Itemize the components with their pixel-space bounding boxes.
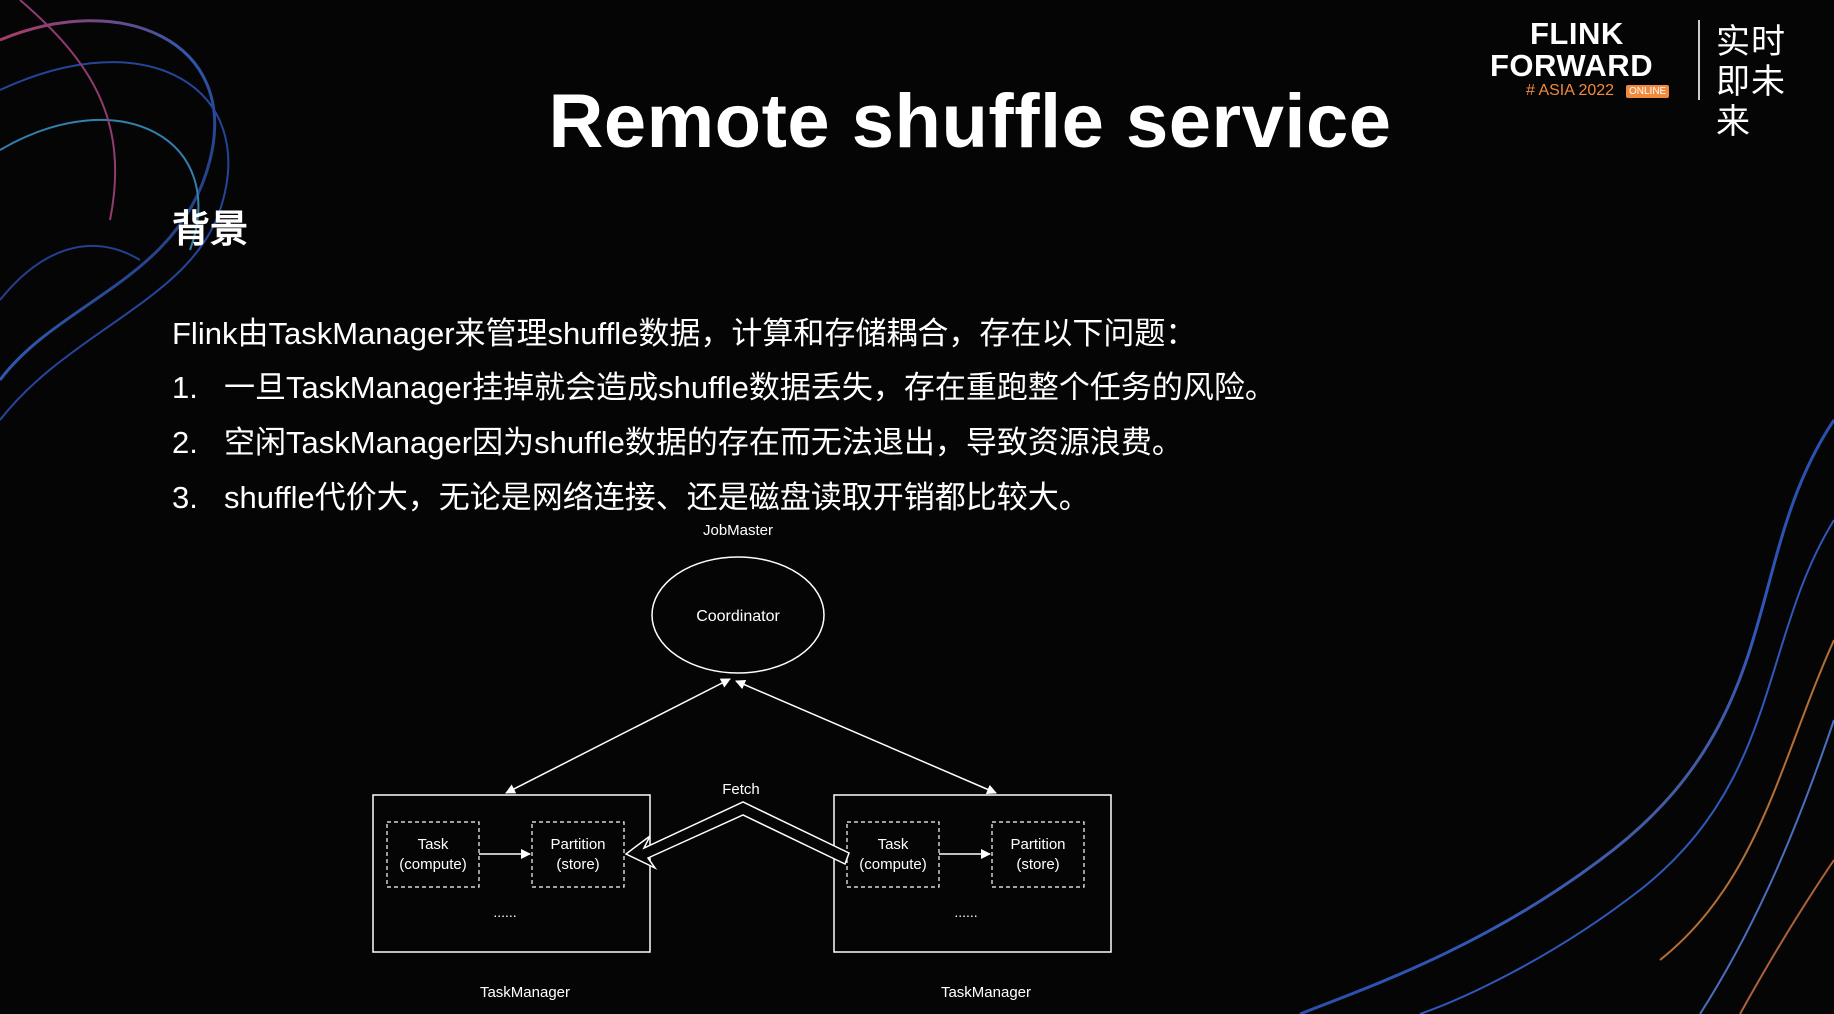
task-node-right (846, 821, 940, 888)
partition-node-left (531, 821, 625, 888)
partition-label-left: Partition (550, 836, 605, 853)
logo-subtitle: # ASIA 2022 (1526, 82, 1615, 99)
list-text: 空闲TaskManager因为shuffle数据的存在而无法退出，导致资源浪费。 (224, 425, 1183, 460)
taskmanager-label-right: TaskManager (941, 984, 1031, 1001)
task-node-left (386, 821, 480, 888)
jobmaster-label: JobMaster (703, 522, 773, 539)
slide-title: Remote shuffle service (548, 79, 1392, 164)
task-sublabel-right: (compute) (859, 856, 927, 873)
list-text: shuffle代价大，无论是网络连接、还是磁盘读取开销都比较大。 (224, 480, 1090, 515)
list-item: 1. 一旦TaskManager挂掉就会造成shuffle数据丢失，存在重跑整个任… (172, 362, 1276, 407)
list-item: 2. 空闲TaskManager因为shuffle数据的存在而无法退出，导致资源浪… (172, 417, 1183, 462)
logo-divider (1698, 20, 1700, 100)
logo-badge: ONLINE (1626, 85, 1670, 98)
section-heading: 背景 (172, 209, 249, 251)
partition-label-right: Partition (1010, 836, 1065, 853)
taskmanager-box-left (372, 794, 651, 953)
task-label-left: Task (418, 836, 449, 853)
coordinator-link-right-arrow (735, 679, 997, 795)
flink-forward-logo: FLINK FORWARD # ASIA 2022 ONLINE 实时即未来 (1490, 14, 1790, 141)
fetch-label: Fetch (722, 781, 760, 798)
partition-sublabel-right: (store) (1016, 856, 1059, 873)
task-sublabel-left: (compute) (399, 856, 467, 873)
coordinator-node (651, 556, 825, 674)
task-label-right: Task (878, 836, 909, 853)
ellipsis-right: ...... (954, 904, 977, 920)
list-text: 一旦TaskManager挂掉就会造成shuffle数据丢失，存在重跑整个任务的… (224, 370, 1276, 405)
intro-text: Flink由TaskManager来管理shuffle数据，计算和存储耦合，存在… (172, 316, 1197, 351)
coordinator-link-left-arrow (505, 678, 731, 794)
logo-chinese-text: 实时即未来 (1716, 23, 1786, 141)
taskmanager-label-left: TaskManager (480, 984, 570, 1001)
partition-node-right (991, 821, 1085, 888)
coordinator-label: Coordinator (696, 608, 780, 625)
list-number: 1. (172, 370, 198, 405)
partition-sublabel-left: (store) (556, 856, 599, 873)
list-number: 3. (172, 480, 198, 515)
logo-line-flink: FLINK (1530, 16, 1624, 51)
taskmanager-box-right (833, 794, 1112, 953)
logo-line-forward: FORWARD (1490, 48, 1654, 83)
list-item: 3. shuffle代价大，无论是网络连接、还是磁盘读取开销都比较大。 (172, 472, 1090, 517)
list-number: 2. (172, 425, 198, 460)
fetch-arrow (624, 801, 850, 870)
ellipsis-left: ...... (493, 904, 516, 920)
